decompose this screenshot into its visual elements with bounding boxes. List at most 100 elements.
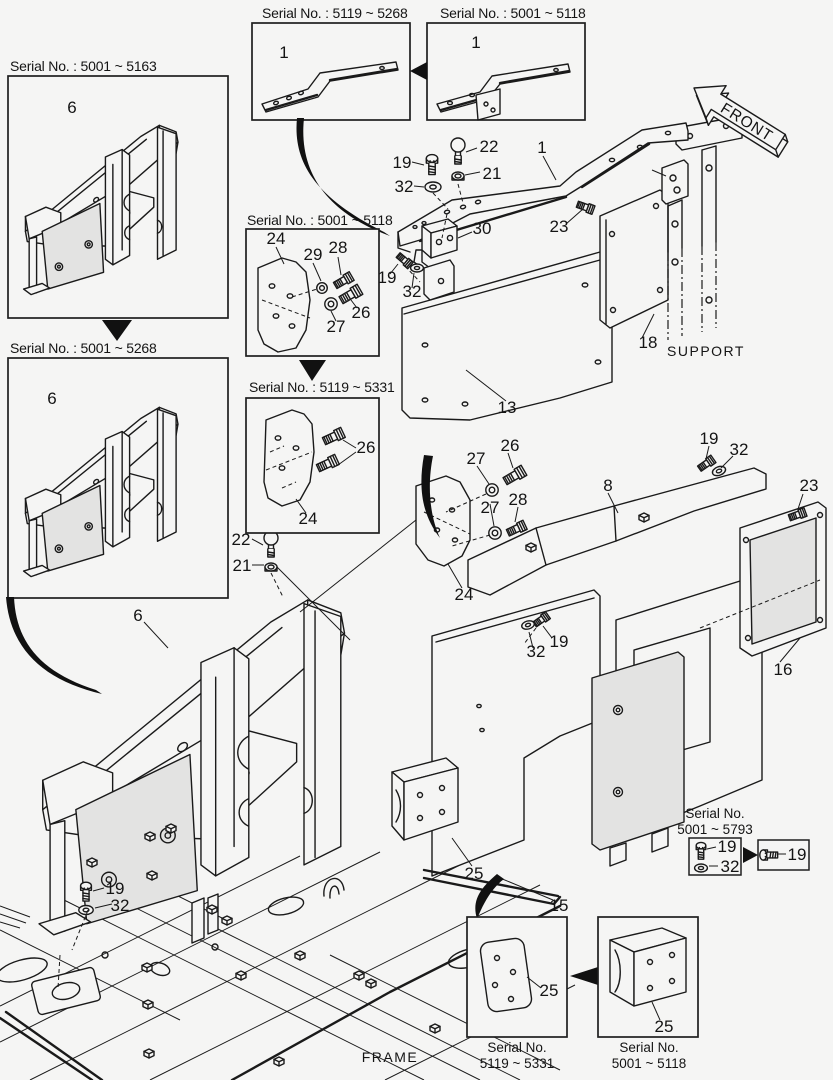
- part-label-19: 19: [550, 632, 569, 651]
- serial-range-label: Serial No. : 5001 ~ 5118: [247, 212, 393, 228]
- part-label-1: 1: [471, 33, 480, 52]
- part-label-6: 6: [47, 389, 56, 408]
- part-label-30: 30: [473, 219, 492, 238]
- part-label-19: 19: [700, 429, 719, 448]
- part-label-32: 32: [111, 896, 130, 915]
- swoosh-arrow: [6, 597, 102, 694]
- part-label-27: 27: [481, 498, 500, 517]
- nut-21b: [264, 562, 278, 572]
- panel-under-8: [432, 590, 600, 876]
- serial-range-label: 5119 ~ 5331: [480, 1056, 554, 1071]
- serial-no-label: Serial No.: [487, 1040, 546, 1055]
- part-label-25: 25: [540, 981, 559, 1000]
- part-label-32: 32: [721, 857, 740, 876]
- part-label-32: 32: [395, 177, 414, 196]
- callout-box-5001-5793: Serial No. 5001 ~ 5793 19 32: [677, 806, 752, 876]
- part-label-32: 32: [527, 642, 546, 661]
- serial-range-label: 5001 ~ 5118: [612, 1056, 686, 1071]
- part-label-22: 22: [480, 137, 499, 156]
- part-label-19: 19: [788, 845, 807, 864]
- part-label-32: 32: [730, 440, 749, 459]
- swoosh-arrow: [421, 455, 440, 538]
- washer-32: [694, 863, 708, 873]
- part-label-23: 23: [800, 476, 819, 495]
- part-label-19: 19: [106, 879, 125, 898]
- serial-range-label: Serial No. : 5119 ~ 5268: [262, 5, 408, 21]
- flanged-bolt-19: [759, 849, 779, 861]
- left-arrow: [570, 967, 598, 985]
- serial-range-label: Serial No. : 5001 ~ 5118: [440, 5, 586, 21]
- part-label-13: 13: [498, 398, 517, 417]
- bolt-26-main: [501, 464, 528, 487]
- part-label-23: 23: [550, 217, 569, 236]
- part-label-21: 21: [233, 556, 252, 575]
- bracket-under-clamp: [424, 260, 454, 300]
- part-label-8: 8: [603, 476, 612, 495]
- part-label-1: 1: [279, 43, 288, 62]
- part-label-19: 19: [393, 153, 412, 172]
- washer-27a: [485, 483, 499, 497]
- part-label-24: 24: [455, 585, 474, 604]
- ball-stud-22b: [263, 530, 279, 558]
- part-label-22: 22: [232, 530, 251, 549]
- part-label-32: 32: [403, 282, 422, 301]
- construction-lines: [57, 183, 821, 989]
- down-arrow: [299, 360, 326, 381]
- front-direction-arrow: FRONT: [681, 72, 795, 166]
- left-arrow: [410, 62, 427, 80]
- washer-32a: [424, 181, 442, 193]
- callout-box-5119-5268: Serial No. : 5119 ~ 5268 1: [251, 5, 411, 121]
- washer-27: [324, 297, 338, 311]
- callout-box-5001-5118-bracket: Serial No. : 5001 ~ 5118 24 29 28 26 27: [245, 212, 393, 357]
- part-label-24: 24: [299, 509, 318, 528]
- serial-no-label: Serial No.: [619, 1040, 678, 1055]
- part-label-25: 25: [465, 864, 484, 883]
- callout-box-25-5119-5331: 25 Serial No. 5119 ~ 5331: [466, 916, 568, 1071]
- part-label-28: 28: [329, 238, 348, 257]
- part-label-21: 21: [483, 164, 502, 183]
- swoosh-arrow: [475, 874, 504, 919]
- part-label-24: 24: [267, 229, 286, 248]
- callout-box-flanged-bolt: 19: [757, 839, 810, 871]
- washer-29: [316, 282, 328, 294]
- part-label-26: 26: [352, 303, 371, 322]
- serial-range-label: 5001 ~ 5793: [677, 822, 752, 837]
- part-label-6: 6: [133, 606, 142, 625]
- callout-box-5001-5268: Serial No. : 5001 ~ 5268 6: [7, 340, 229, 599]
- part-label-18: 18: [639, 333, 658, 352]
- part-label-1: 1: [537, 138, 546, 157]
- part-label-27: 27: [467, 449, 486, 468]
- part-label-25: 25: [655, 1017, 674, 1036]
- serial-range-label: Serial No. : 5001 ~ 5163: [10, 58, 157, 74]
- part-label-29: 29: [304, 245, 323, 264]
- bracket-part25-main: [392, 758, 458, 840]
- serial-range-label: Serial No. : 5001 ~ 5268: [10, 340, 157, 356]
- callout-box-5119-5331-bracket: Serial No. : 5119 ~ 5331 26 24: [245, 379, 395, 534]
- callout-box-25-5001-5118: 25 Serial No. 5001 ~ 5118: [597, 916, 699, 1071]
- part-label-26: 26: [501, 436, 520, 455]
- serial-no-label: Serial No.: [685, 806, 744, 821]
- part-label-27: 27: [327, 317, 346, 336]
- frame-text: FRAME: [362, 1049, 419, 1065]
- washer-32b: [410, 263, 424, 273]
- gray-plate-panel: [592, 652, 684, 866]
- part-label-26: 26: [357, 438, 376, 457]
- part-label-16: 16: [774, 660, 793, 679]
- support-text: SUPPORT: [667, 343, 745, 359]
- support-assembly: [651, 117, 742, 340]
- callout-box-5001-5163: Serial No. : 5001 ~ 5163 6: [7, 58, 229, 319]
- cover-part8: [468, 468, 766, 595]
- ball-stud-22a: [450, 137, 466, 165]
- nut-21a: [451, 171, 465, 181]
- callout-box-5001-5118-top: Serial No. : 5001 ~ 5118 1: [426, 5, 586, 121]
- part-label-19: 19: [718, 837, 737, 856]
- panel-part16: [740, 502, 826, 656]
- panel-part18: [600, 190, 668, 328]
- bolt-19a: [425, 153, 439, 176]
- washer-27b: [488, 526, 502, 540]
- part-labels-main: 1 6 8 13 15 16 18 19 19 19 19 19 21 21 2…: [106, 137, 819, 1065]
- down-arrow: [102, 320, 132, 341]
- washer-32e: [78, 904, 94, 916]
